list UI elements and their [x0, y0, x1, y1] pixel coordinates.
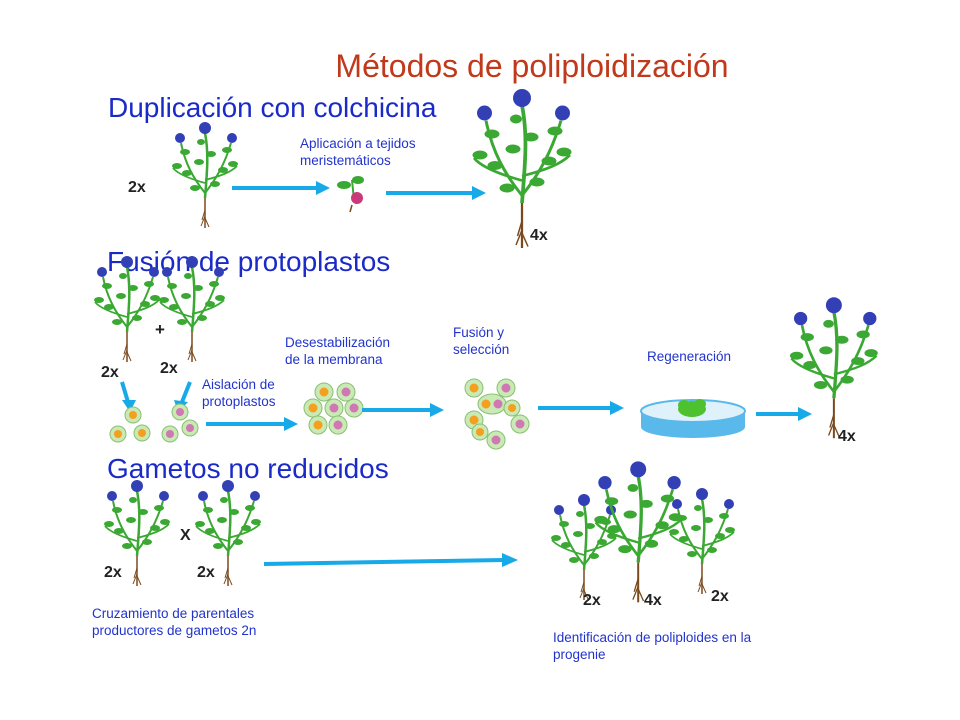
ploidy-label: 4x: [644, 592, 662, 609]
ploidy-label: 2x: [128, 179, 146, 196]
note-crossing-line1: Cruzamiento de parentales: [92, 606, 255, 621]
heading-colchicine: Duplicación con colchicina: [108, 92, 437, 123]
page-title: Métodos de poliploidización: [335, 48, 729, 84]
seedling-icon: [337, 176, 364, 213]
arrow-down-icon: [120, 381, 130, 403]
arrow-right-icon: [430, 403, 444, 417]
ploidy-label: 4x: [530, 227, 548, 244]
arrow-down-icon: [122, 400, 136, 412]
note-identification-line2: progenie: [553, 647, 606, 662]
note-crossing-line2: productores de gametos 2n: [92, 623, 257, 638]
ploidy-label: 2x: [711, 588, 729, 605]
protoplast-cell-icon: [109, 403, 199, 443]
plant-icon: [667, 486, 737, 596]
note-identification-line1: Identificación de poliploides en la: [553, 630, 752, 645]
arrow-right-icon: [284, 417, 298, 431]
note-destabilization-line2: de la membrana: [285, 352, 383, 367]
ploidy-label: 4x: [838, 428, 856, 445]
note-meristem-line2: meristemáticos: [300, 153, 391, 168]
note-isolation-line2: protoplastos: [202, 394, 276, 409]
plus-sign: +: [155, 320, 165, 339]
arrow-right-icon: [316, 181, 330, 195]
protoplast-cell-icon: [464, 378, 530, 450]
heading-unreduced-gametes: Gametos no reducidos: [107, 453, 389, 484]
plant-icon: [170, 120, 240, 230]
plant-icon: [549, 492, 619, 602]
ploidy-label: 2x: [160, 360, 178, 377]
plant-icon: [592, 459, 684, 604]
arrow-right-icon: [610, 401, 624, 415]
ploidy-label: 2x: [583, 592, 601, 609]
ploidy-label: 2x: [197, 564, 215, 581]
arrow-right-icon: [472, 186, 486, 200]
protoplast-cell-icon: [303, 382, 364, 435]
arrow-right-icon: [798, 407, 812, 421]
cross-sign: X: [180, 527, 191, 544]
ploidy-label: 2x: [101, 364, 119, 381]
arrow-right-icon: [263, 558, 505, 566]
arrow-right-icon: [502, 553, 518, 567]
plant-icon: [470, 87, 574, 250]
petri-dish-icon: [640, 399, 746, 438]
note-fusion-line1: Fusión y: [453, 325, 505, 340]
note-isolation-line1: Aislación de: [202, 377, 275, 392]
plant-icon: [157, 254, 227, 364]
note-fusion-line2: selección: [453, 342, 510, 357]
arrow-down-icon: [180, 381, 192, 403]
ploidy-label: 2x: [104, 564, 122, 581]
note-regeneration: Regeneración: [647, 349, 732, 364]
note-destabilization-line1: Desestabilización: [285, 335, 391, 350]
plant-icon: [92, 254, 162, 364]
note-meristem-line1: Aplicación a tejidos: [300, 136, 416, 151]
